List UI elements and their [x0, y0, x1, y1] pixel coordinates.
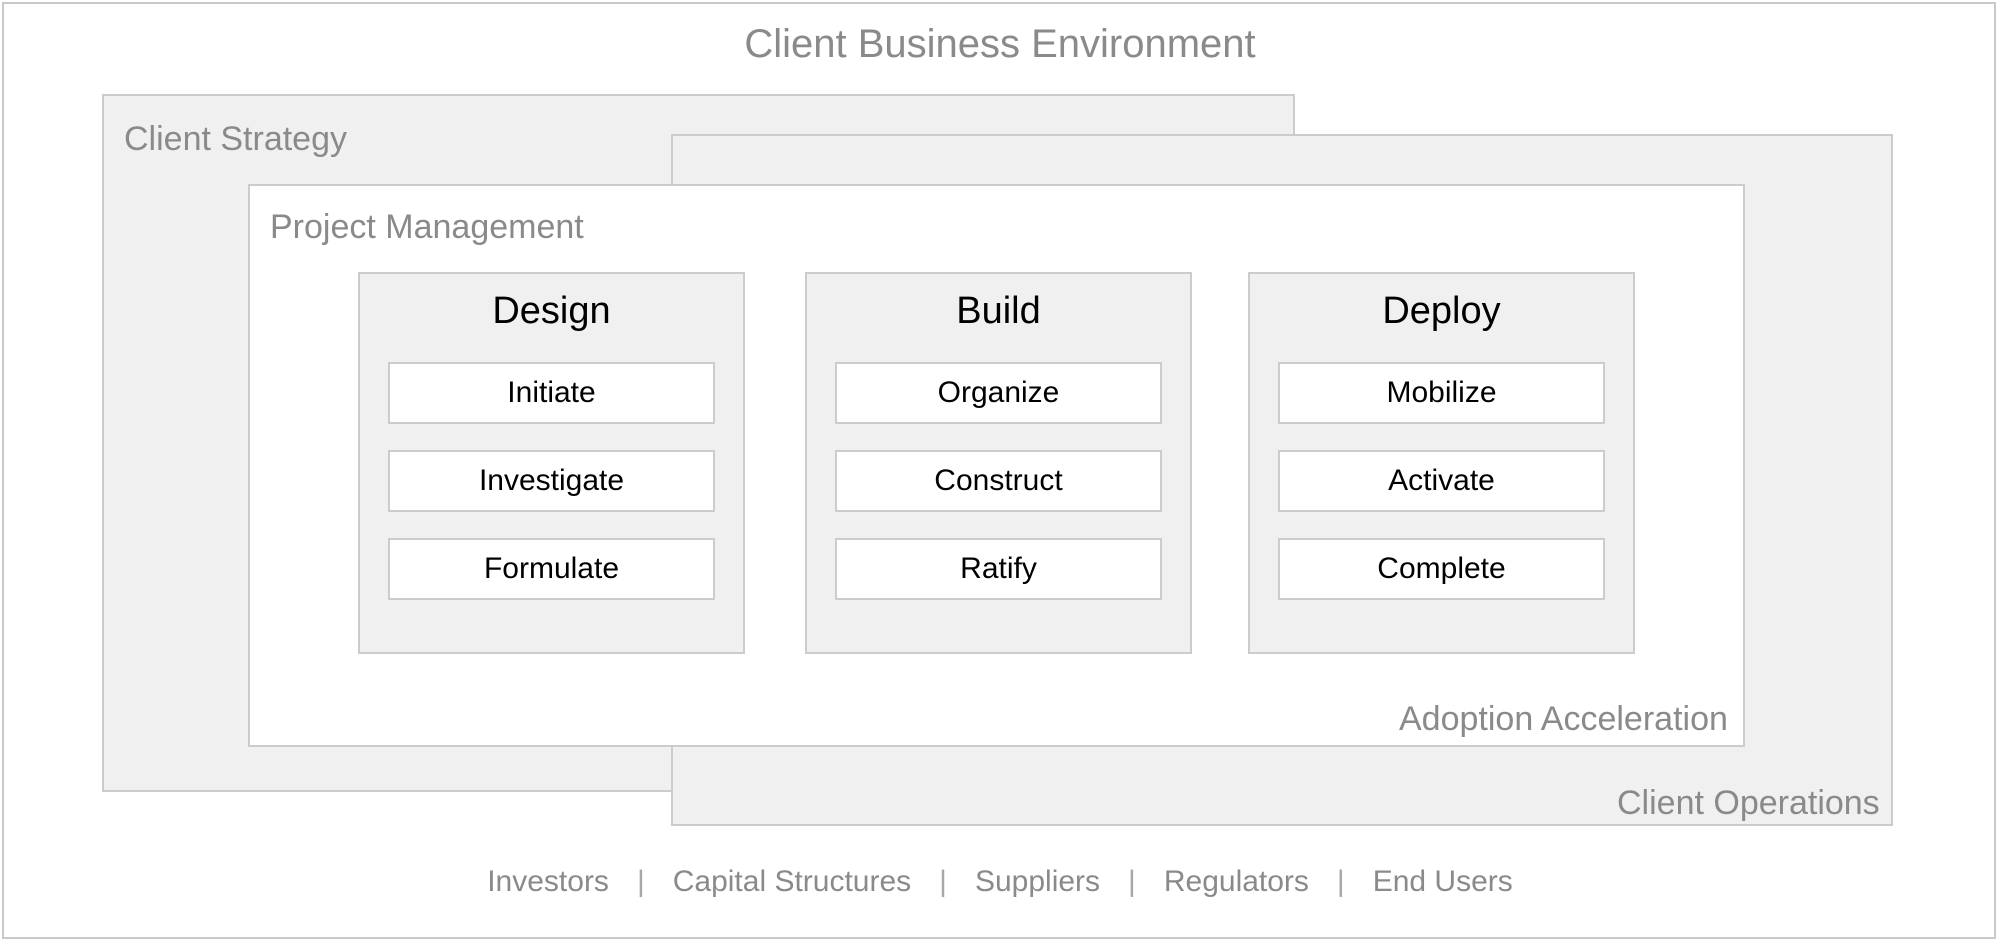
- phase-title-design: Design: [492, 290, 611, 332]
- step-ratify[interactable]: Ratify: [835, 538, 1162, 600]
- stakeholder-separator: |: [1336, 865, 1345, 898]
- layer-label-client-strategy: Client Strategy: [124, 120, 347, 158]
- step-organize[interactable]: Organize: [835, 362, 1162, 424]
- stakeholder-investors: Investors: [487, 865, 609, 898]
- phase-steps-design: Initiate Investigate Formulate: [388, 362, 715, 600]
- phase-steps-deploy: Mobilize Activate Complete: [1278, 362, 1605, 600]
- stakeholder-strip: Investors | Capital Structures | Supplie…: [0, 865, 2000, 899]
- phase-column-design: Design Initiate Investigate Formulate: [358, 272, 745, 654]
- stakeholder-suppliers: Suppliers: [974, 865, 1101, 898]
- stakeholder-separator: |: [939, 865, 947, 898]
- layer-label-project-management: Project Management: [270, 208, 584, 246]
- step-complete[interactable]: Complete: [1278, 538, 1605, 600]
- phase-title-deploy: Deploy: [1382, 290, 1501, 332]
- stakeholder-end-users: End Users: [1372, 865, 1513, 898]
- step-initiate[interactable]: Initiate: [388, 362, 715, 424]
- diagram-title: Client Business Environment: [744, 22, 1256, 66]
- stakeholder-separator: |: [1128, 865, 1136, 898]
- stakeholder-capital-structures: Capital Structures: [672, 865, 912, 898]
- phase-title-build: Build: [956, 290, 1041, 332]
- step-construct[interactable]: Construct: [835, 450, 1162, 512]
- step-formulate[interactable]: Formulate: [388, 538, 715, 600]
- step-activate[interactable]: Activate: [1278, 450, 1605, 512]
- stakeholder-separator: |: [636, 865, 645, 898]
- step-investigate[interactable]: Investigate: [388, 450, 715, 512]
- phase-column-deploy: Deploy Mobilize Activate Complete: [1248, 272, 1635, 654]
- stakeholder-regulators: Regulators: [1163, 865, 1309, 898]
- phase-column-build: Build Organize Construct Ratify: [805, 272, 1192, 654]
- layer-label-client-operations: Client Operations: [1617, 784, 1880, 822]
- step-mobilize[interactable]: Mobilize: [1278, 362, 1605, 424]
- layer-label-adoption-acceleration: Adoption Acceleration: [1399, 700, 1728, 738]
- phase-steps-build: Organize Construct Ratify: [835, 362, 1162, 600]
